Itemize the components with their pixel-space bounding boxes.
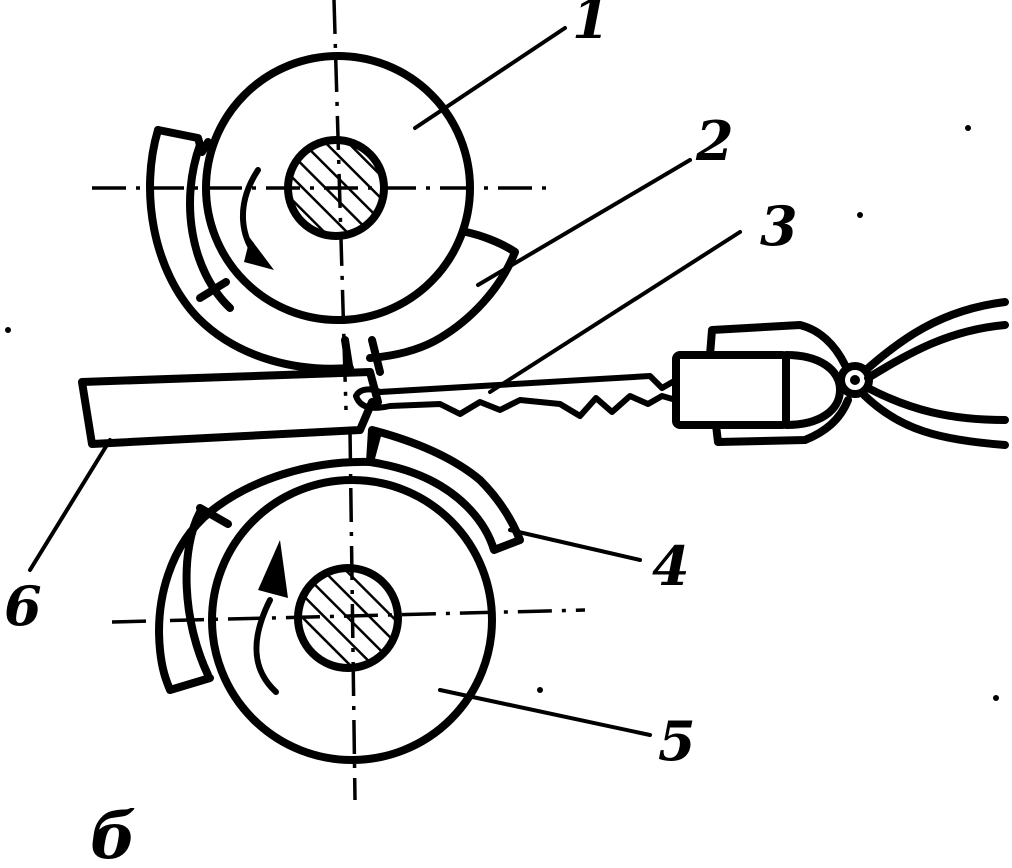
leader-2 bbox=[476, 158, 692, 287]
part-labels: 1 2 3 4 5 6 б bbox=[4, 0, 798, 868]
label-1: 1 bbox=[572, 0, 610, 51]
probe-holder-body bbox=[672, 351, 790, 429]
bottom-guide-inner-arc bbox=[182, 508, 212, 679]
leader-5 bbox=[438, 688, 652, 737]
label-6: 6 bbox=[4, 574, 42, 638]
bottom-roll-outline bbox=[208, 476, 496, 764]
bottom-guide-outer-arc bbox=[155, 457, 376, 694]
leader-3 bbox=[488, 230, 742, 394]
leader-4 bbox=[508, 528, 642, 562]
bottom-guide-wedge bbox=[366, 428, 382, 466]
label-2: 2 bbox=[695, 109, 734, 173]
bottom-guide-joint bbox=[196, 504, 232, 528]
bottom-roll-rotation-arc bbox=[253, 597, 279, 695]
sensor-probe bbox=[353, 298, 1009, 449]
label-3: 3 bbox=[760, 194, 798, 258]
scan-specks bbox=[5, 125, 999, 701]
label-4: 4 bbox=[652, 534, 690, 598]
probe-wire-1 bbox=[862, 298, 1009, 374]
probe-holder-cap bbox=[782, 351, 844, 429]
top-guide-outer-arc bbox=[146, 126, 354, 373]
bottom-guide-right-piece bbox=[366, 426, 524, 554]
probe-wire-4 bbox=[860, 391, 1009, 449]
probe-lower-edge bbox=[353, 393, 679, 419]
figure-caption: б bbox=[90, 799, 136, 868]
leader-lines bbox=[28, 26, 742, 737]
bottom-roll-shaft bbox=[294, 564, 402, 672]
probe-wire-2 bbox=[864, 321, 1009, 382]
top-roll-rotation-arrow-icon bbox=[244, 238, 274, 270]
bottom-guide bbox=[155, 426, 524, 694]
top-guide-joint bbox=[196, 278, 230, 302]
top-guide-inner-arc bbox=[186, 141, 234, 312]
workpiece-strip bbox=[78, 368, 382, 448]
top-roll-shaft bbox=[284, 136, 388, 240]
bottom-roll bbox=[111, 429, 586, 801]
label-5: 5 bbox=[658, 709, 696, 773]
top-roll bbox=[92, 0, 555, 411]
top-guide bbox=[146, 126, 519, 376]
probe-holder-bottom bbox=[712, 396, 852, 446]
top-guide-right-piece bbox=[366, 228, 519, 362]
workpiece-outline bbox=[78, 368, 382, 448]
bottom-roll-rotation-arrow-icon bbox=[258, 540, 288, 598]
leader-1 bbox=[413, 26, 567, 130]
probe-upper-edge bbox=[353, 373, 679, 399]
top-guide-wedge bbox=[341, 336, 384, 376]
probe-holder-top bbox=[706, 321, 849, 369]
leader-6 bbox=[28, 438, 112, 572]
probe-wire-3 bbox=[864, 384, 1009, 424]
